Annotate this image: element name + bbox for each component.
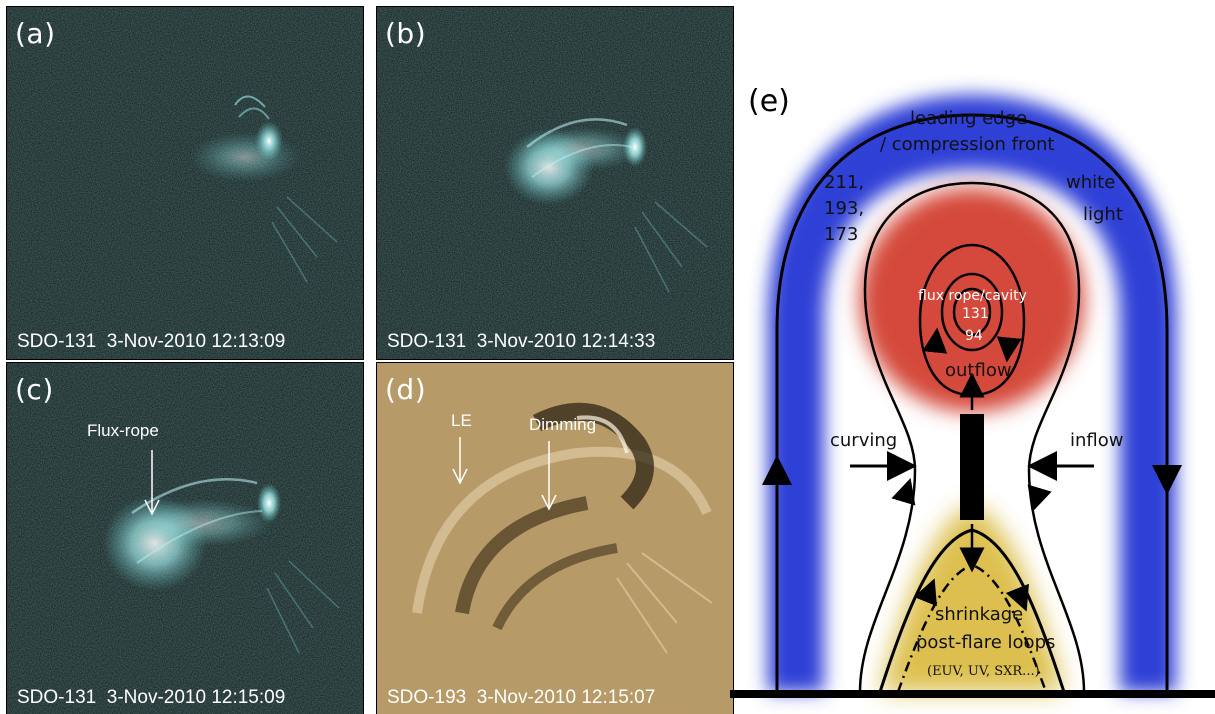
panel-d-aia193-image: (d) LE Dimming SDO-193 3-Nov-2010 12:15:…	[376, 362, 734, 714]
current-sheet	[960, 414, 984, 520]
post-flare-loops-region	[880, 505, 1064, 692]
panel-a-background	[7, 7, 363, 359]
dimming-region	[455, 496, 589, 615]
bright-flare-core	[257, 483, 281, 523]
flux-rope-core-loop	[952, 287, 992, 337]
inner-down-arrow-icon	[1027, 484, 1052, 512]
le-annotation: LE	[451, 411, 472, 430]
band-131-label: 131	[962, 306, 989, 322]
panel-e-label: (e)	[748, 84, 790, 119]
panel-d-background	[377, 363, 733, 714]
post-flare-down-arrow-icon	[1005, 583, 1029, 612]
panel-c-label: (c)	[15, 373, 54, 406]
panel-b-aia131-image: (b) SDO-131 3-Nov-2010 12:14:33	[376, 6, 734, 360]
panel-c-background	[7, 363, 363, 714]
emission-bands-label: (EUV, UV, SXR...)	[927, 664, 1040, 679]
inner-up-arrow-icon	[891, 478, 916, 506]
euv-band-173-label: 173	[824, 224, 859, 245]
flux-rope-cavity-label: flux rope/cavity	[918, 288, 1027, 304]
flux-rope-down-arrow-icon	[996, 336, 1022, 363]
loop-glow	[190, 132, 300, 182]
flux-rope-annotation: Flux-rope	[87, 421, 159, 440]
white-light-label-2: light	[1083, 204, 1123, 225]
solar-surface-line	[730, 690, 1215, 698]
band-94-label: 94	[965, 328, 983, 344]
panel-a-label: (a)	[15, 17, 56, 50]
bright-flare-core	[255, 121, 283, 161]
euv-band-193-label: 193,	[824, 198, 865, 219]
leading-edge-front	[412, 446, 712, 614]
panel-c-aia131-image: (c) Flux-rope SDO-131 3-Nov-2010 12:15:0…	[6, 362, 364, 714]
flux-rope-cavity-region	[860, 188, 1084, 412]
compression-front-label: / compression front	[880, 134, 1055, 155]
panel-a-aia131-image: (a) SDO-131 3-Nov-2010 12:13:09	[6, 6, 364, 360]
dimming-arrow-icon	[541, 441, 557, 511]
dimming-annotation: Dimming	[529, 415, 597, 434]
panel-b-background	[377, 7, 733, 359]
bright-flare-core	[623, 127, 647, 167]
flux-rope-up-arrow-icon	[922, 327, 948, 354]
panel-c-caption: SDO-131 3-Nov-2010 12:15:09	[17, 687, 286, 708]
post-flare-loop-outer	[878, 528, 1066, 693]
panel-b-label: (b)	[385, 17, 427, 50]
post-flare-loop-inner	[896, 563, 1048, 693]
euv-band-211-label: 211,	[824, 172, 865, 193]
post-flare-loops-label: post-flare loops	[916, 632, 1056, 653]
outer-field-line	[775, 113, 1169, 692]
outflow-label: outflow	[945, 360, 1012, 381]
curving-label: curving	[830, 430, 898, 451]
panel-d-caption: SDO-193 3-Nov-2010 12:15:07	[387, 687, 656, 708]
leading-edge-label: leading edge	[910, 108, 1028, 129]
cme-leading-edge-band	[768, 95, 1176, 692]
white-light-label-1: white	[1066, 172, 1116, 193]
flux-rope-arrow-icon	[144, 450, 160, 516]
post-flare-up-arrow-icon	[913, 578, 937, 607]
panel-b-caption: SDO-131 3-Nov-2010 12:14:33	[387, 331, 656, 352]
le-arrow-icon	[452, 437, 468, 485]
shrinkage-label: shrinkage	[935, 604, 1024, 625]
inflow-label: inflow	[1070, 430, 1124, 451]
flux-rope-inner-loop	[940, 272, 1004, 352]
cme-schematic-diagram	[730, 95, 1215, 698]
panel-e-schematic: (e) leading edge / compression front 211…	[730, 0, 1215, 714]
panel-a-caption: SDO-131 3-Nov-2010 12:13:09	[17, 331, 286, 352]
panel-d-label: (d)	[385, 373, 427, 406]
